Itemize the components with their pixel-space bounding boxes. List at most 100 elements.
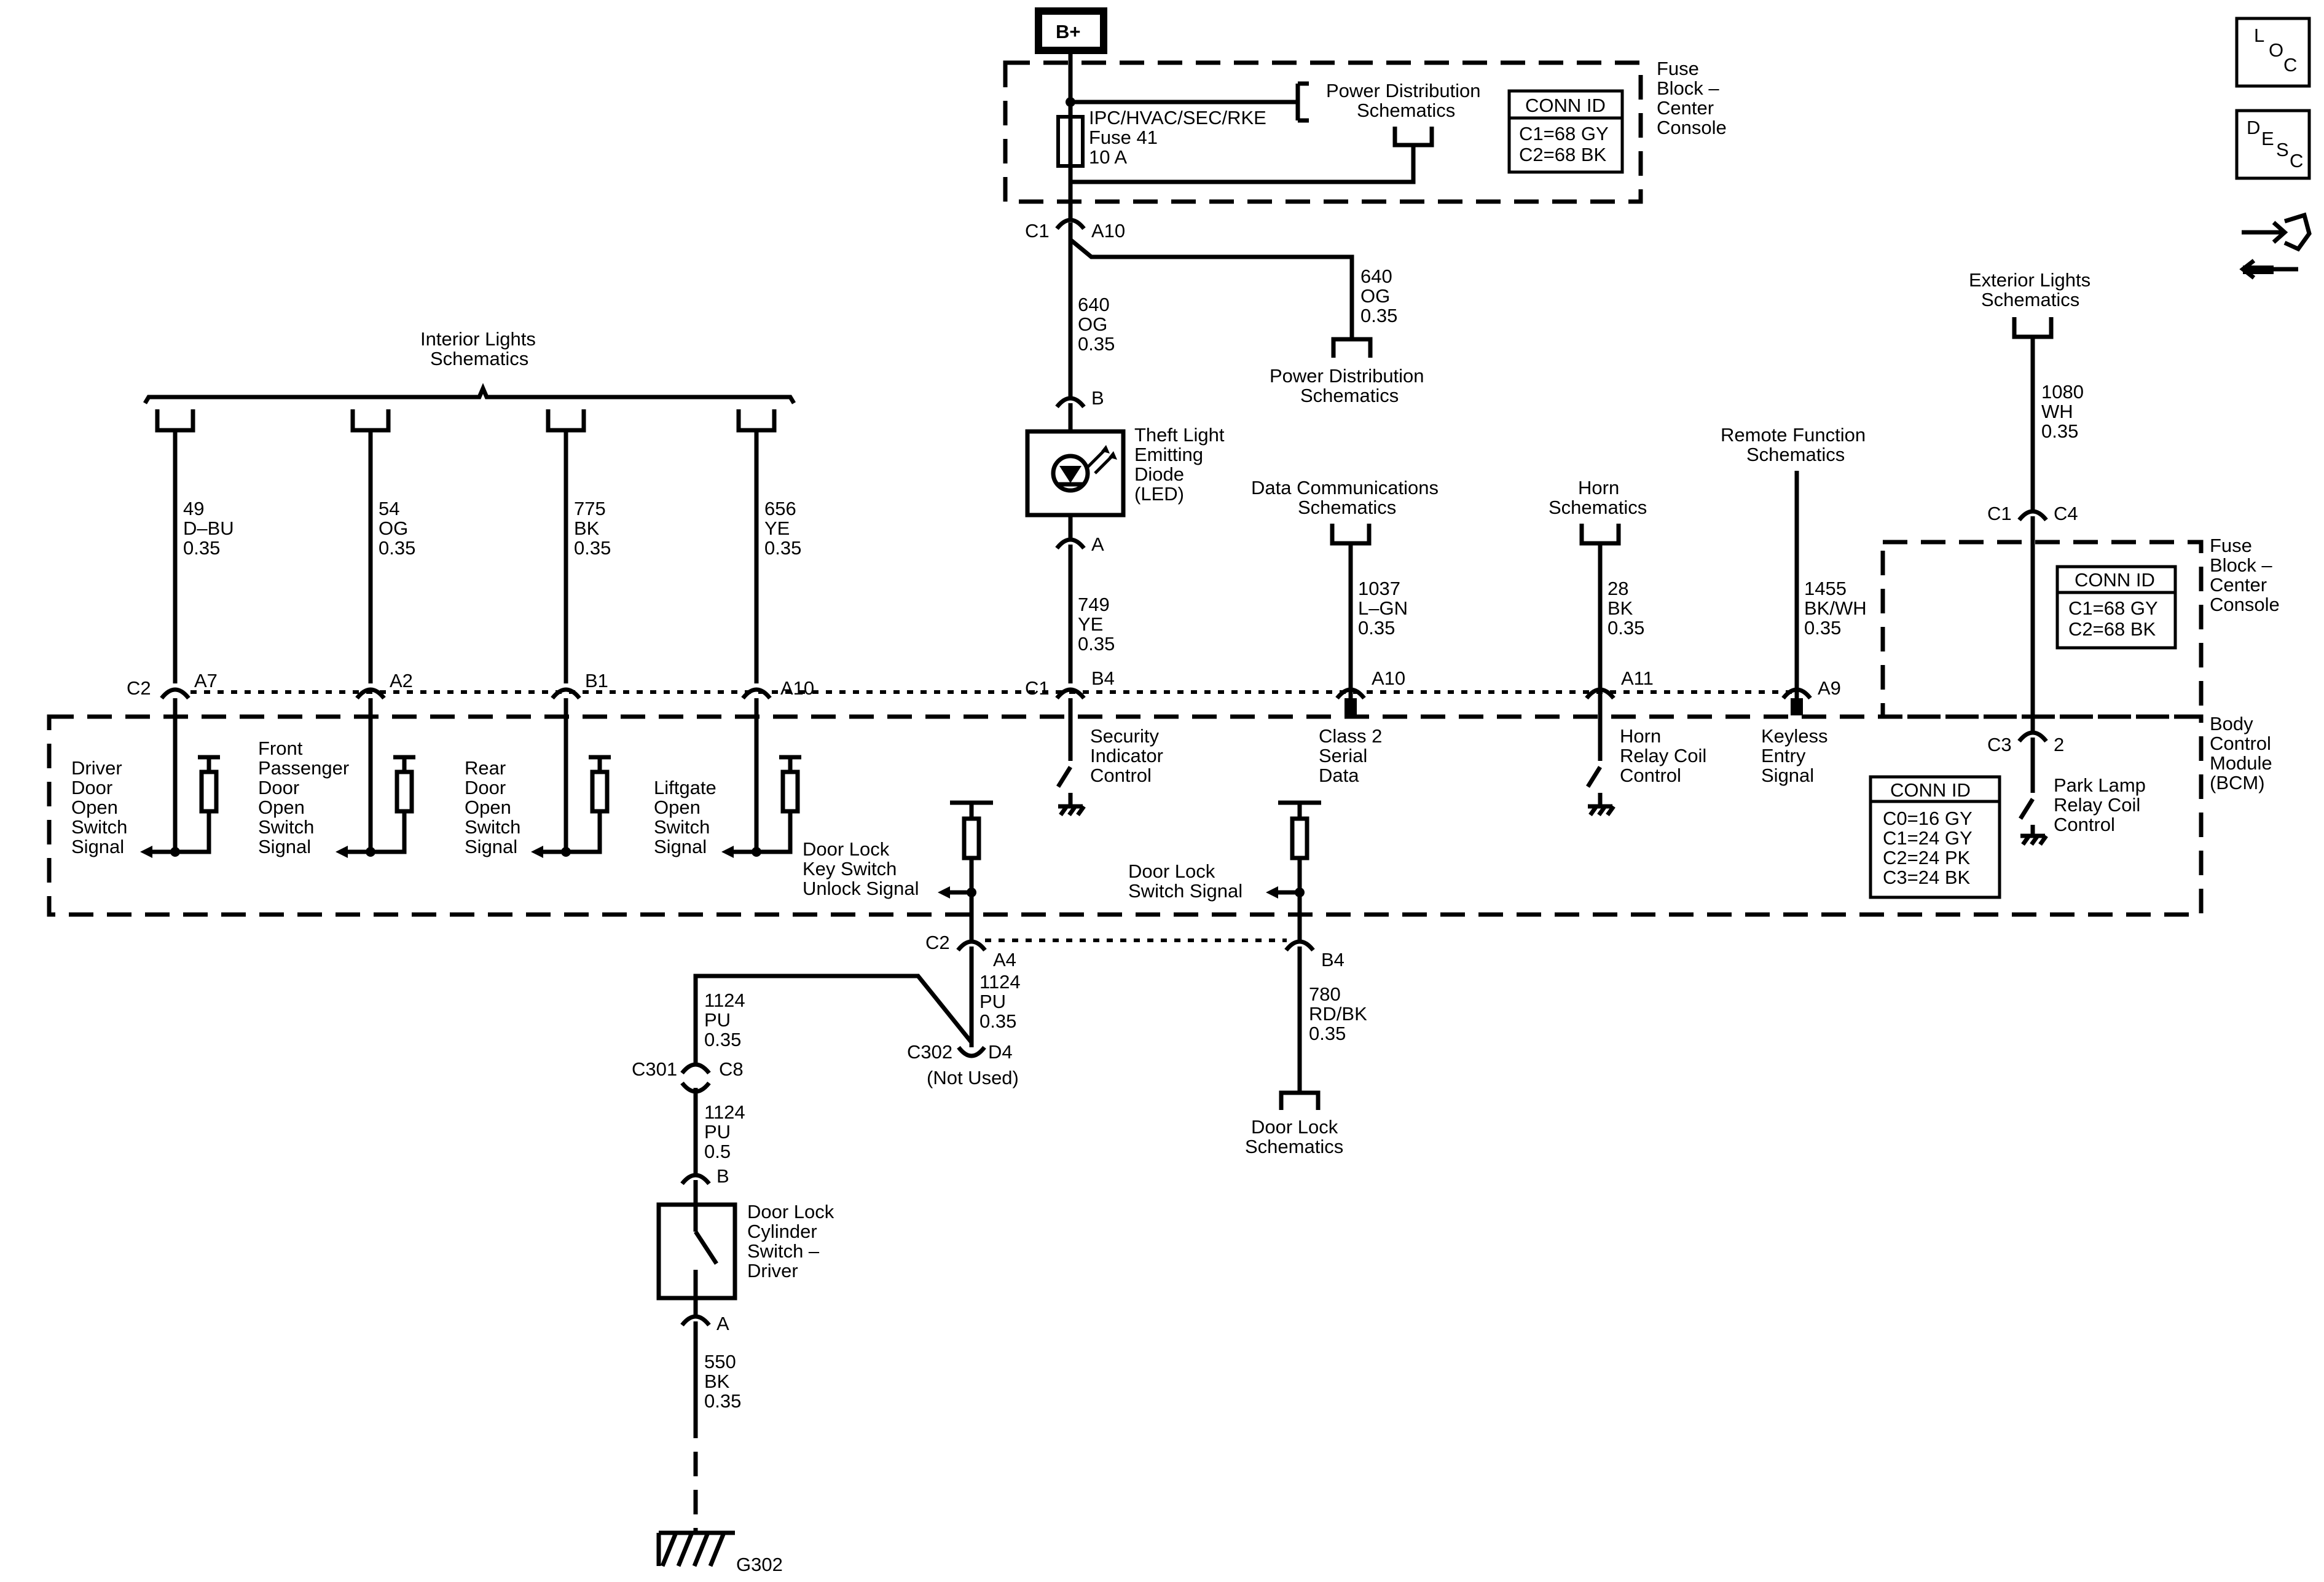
wire-1037: 1037 L–GN 0.35: [1358, 578, 1408, 639]
svg-text:Block –: Block –: [2210, 554, 2272, 576]
svg-text:Driver: Driver: [71, 757, 122, 779]
svg-text:Signal: Signal: [654, 836, 707, 857]
wire-1124-key: 1124 PU 0.35: [979, 971, 1021, 1032]
svg-text:Door Lock: Door Lock: [1128, 860, 1215, 882]
svg-text:WH: WH: [2041, 401, 2073, 422]
svg-text:749: 749: [1078, 594, 1110, 615]
svg-text:Fuse 41: Fuse 41: [1089, 127, 1158, 148]
svg-text:780: 780: [1309, 983, 1341, 1005]
svg-text:Theft Light: Theft Light: [1134, 424, 1225, 446]
svg-text:0.35: 0.35: [379, 537, 415, 559]
class2-output: [1345, 698, 1357, 715]
svg-text:C8: C8: [719, 1058, 744, 1080]
svg-text:C2=68 BK: C2=68 BK: [2068, 618, 2156, 640]
svg-text:Remote Function: Remote Function: [1721, 424, 1866, 446]
door-lock-switch-input: [1266, 800, 1321, 940]
svg-text:Park Lamp: Park Lamp: [2054, 774, 2146, 796]
svg-text:Exterior Lights: Exterior Lights: [1969, 269, 2090, 291]
svg-text:Driver: Driver: [747, 1260, 798, 1281]
loc-icon[interactable]: L O C: [2235, 17, 2311, 88]
svg-text:Emitting: Emitting: [1134, 444, 1203, 465]
wire-656: 656 YE 0.35: [764, 498, 801, 559]
signal-driver-door: Driver Door Open Switch Signal: [71, 757, 127, 857]
wire-550: 550 BK 0.35: [704, 1351, 741, 1412]
horn-label: Horn Relay Coil Control: [1620, 725, 1706, 786]
svg-text:OG: OG: [1078, 313, 1107, 335]
svg-text:BK: BK: [704, 1371, 730, 1392]
power-dist-label-mid: Power Distribution Schematics: [1270, 365, 1424, 406]
svg-text:L–GN: L–GN: [1358, 597, 1408, 619]
svg-text:Center: Center: [1657, 97, 1714, 119]
svg-text:(BCM): (BCM): [2210, 772, 2265, 793]
svg-text:Schematics: Schematics: [1298, 497, 1396, 518]
door-lock-switch-label: Door Lock Switch Signal: [1128, 860, 1242, 902]
svg-text:656: 656: [764, 498, 796, 519]
svg-text:C2=68 BK: C2=68 BK: [1519, 144, 1607, 165]
interior-lights-title: Interior Lights Schematics: [420, 328, 536, 369]
svg-text:C3=24 BK: C3=24 BK: [1883, 867, 1971, 888]
signal-front-passenger: Front Passenger Door Open Switch Signal: [258, 738, 349, 857]
svg-text:Fuse: Fuse: [2210, 535, 2252, 556]
svg-text:Relay Coil: Relay Coil: [1620, 745, 1706, 766]
power-dist-label-top: Power Distribution Schematics: [1326, 80, 1481, 121]
svg-text:Switch Signal: Switch Signal: [1128, 880, 1242, 902]
svg-text:A9: A9: [1818, 677, 1841, 699]
svg-text:L: L: [2254, 25, 2264, 46]
fuse-block-top-title: Fuse Block – Center Console: [1657, 58, 1727, 138]
svg-text:Switch: Switch: [258, 816, 314, 838]
svg-text:Control: Control: [1090, 765, 1152, 786]
svg-text:BK: BK: [574, 517, 600, 539]
svg-text:640: 640: [1360, 266, 1392, 287]
svg-text:1037: 1037: [1358, 578, 1400, 599]
svg-text:IPC/HVAC/SEC/RKE: IPC/HVAC/SEC/RKE: [1089, 107, 1266, 128]
svg-text:PU: PU: [704, 1121, 731, 1143]
svg-text:Serial: Serial: [1319, 745, 1367, 766]
ground-g302: G302: [656, 1530, 783, 1575]
door-lock-key-input: [938, 800, 993, 940]
svg-text:D: D: [2247, 117, 2260, 138]
svg-text:Signal: Signal: [1761, 765, 1814, 786]
svg-text:Body: Body: [2210, 713, 2253, 734]
horn-output: [1586, 698, 1615, 817]
connector-end-view-icon[interactable]: [2239, 212, 2312, 280]
svg-text:C2=24 PK: C2=24 PK: [1883, 847, 1971, 868]
splice-wire-label: 640 OG 0.35: [1360, 266, 1397, 326]
svg-text:D–BU: D–BU: [183, 517, 234, 539]
svg-text:1124: 1124: [979, 971, 1021, 993]
bcm-boundary: [47, 714, 2204, 917]
svg-text:RD/BK: RD/BK: [1309, 1003, 1367, 1025]
svg-text:Schematics: Schematics: [1549, 497, 1647, 518]
data-comm-title: Data Communications Schematics: [1251, 477, 1439, 518]
svg-text:C0=16 GY: C0=16 GY: [1883, 808, 1973, 829]
svg-text:0.35: 0.35: [1804, 617, 1841, 639]
svg-text:YE: YE: [1078, 613, 1103, 635]
svg-text:B4: B4: [1321, 949, 1345, 970]
svg-text:(LED): (LED): [1134, 483, 1184, 505]
svg-text:Signal: Signal: [258, 836, 311, 857]
class2-label: Class 2 Serial Data: [1319, 725, 1382, 786]
fuse-block-top-conn-id: CONN ID C1=68 GY C2=68 BK: [1507, 89, 1624, 174]
bcm-conn-id: CONN ID C0=16 GY C1=24 GY C2=24 PK C3=24…: [1869, 775, 2001, 899]
svg-text:Fuse: Fuse: [1657, 58, 1699, 79]
remote-title: Remote Function Schematics: [1721, 424, 1866, 465]
svg-text:C: C: [2290, 150, 2303, 171]
svg-text:Rear: Rear: [465, 757, 506, 779]
signal-rear-door: Rear Door Open Switch Signal: [465, 757, 520, 857]
svg-text:Switch: Switch: [465, 816, 520, 838]
svg-text:B4: B4: [1091, 667, 1115, 689]
wire-1124-top: 1124 PU 0.35: [704, 990, 745, 1050]
svg-text:C1: C1: [1987, 503, 2012, 524]
svg-text:0.35: 0.35: [183, 537, 220, 559]
svg-text:0.35: 0.35: [1360, 305, 1397, 326]
svg-text:C2: C2: [925, 932, 950, 953]
svg-text:CONN ID: CONN ID: [2075, 569, 2155, 591]
wire-1124-mid: 1124 PU 0.5: [704, 1101, 745, 1162]
svg-text:Data Communications: Data Communications: [1251, 477, 1439, 498]
svg-text:YE: YE: [764, 517, 790, 539]
svg-text:Open: Open: [465, 797, 511, 818]
svg-text:PU: PU: [979, 991, 1006, 1012]
svg-text:Schematics: Schematics: [430, 348, 528, 369]
svg-text:C1: C1: [1025, 677, 1050, 699]
desc-icon[interactable]: D E S C: [2235, 109, 2311, 180]
